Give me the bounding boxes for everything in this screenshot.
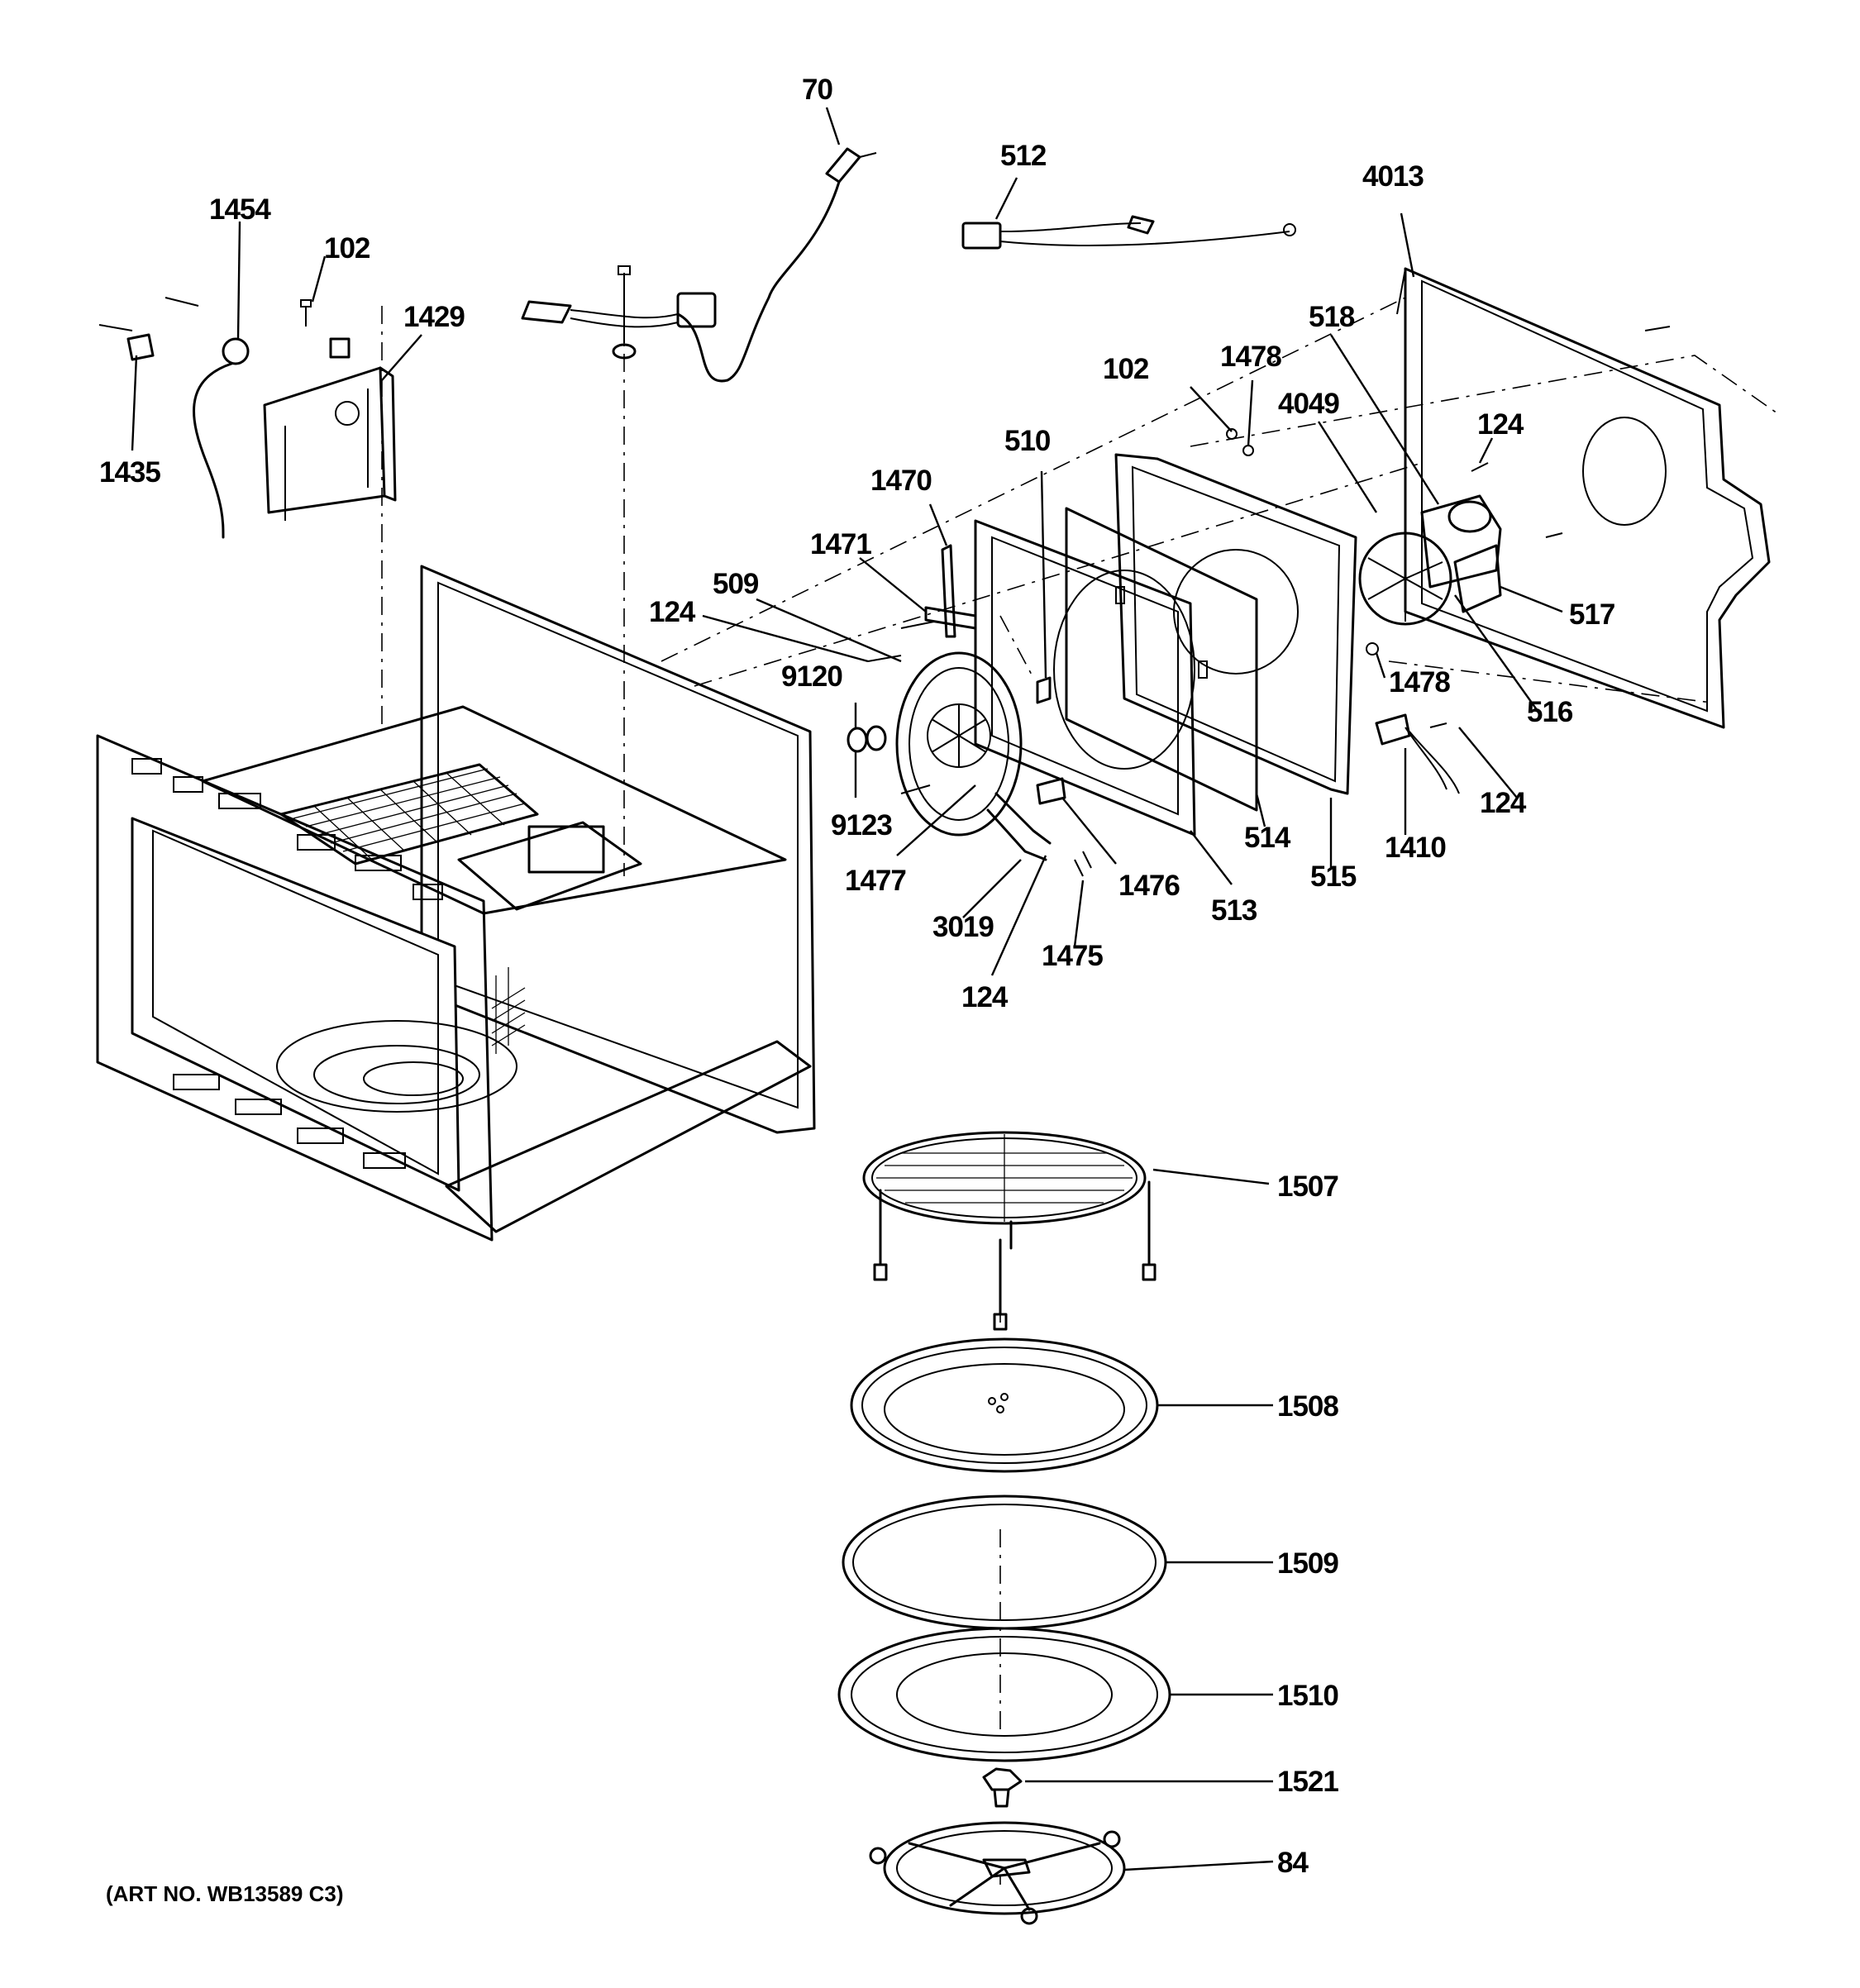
callout-70: 70 — [802, 74, 832, 106]
callout-4049: 4049 — [1278, 388, 1339, 420]
callout-4013: 4013 — [1362, 160, 1424, 193]
art-number: (ART NO. WB13589 C3) — [106, 1881, 344, 1906]
callout-1475: 1475 — [1042, 940, 1103, 972]
callout-1410: 1410 — [1385, 832, 1446, 864]
bracket-1470 — [924, 544, 977, 638]
callout-515: 515 — [1310, 861, 1357, 893]
callout-513: 513 — [1211, 894, 1257, 927]
callout-1477: 1477 — [845, 865, 906, 897]
callout-84: 84 — [1277, 1847, 1309, 1879]
washers-9120-9123 — [847, 725, 887, 753]
leader-lines — [131, 107, 1563, 1871]
tray-1508 — [850, 1337, 1159, 1473]
bracket-1476 — [1036, 777, 1066, 805]
small-screws — [867, 326, 1671, 877]
ring-1509 — [842, 1495, 1167, 1630]
callout-102-right: 102 — [1103, 353, 1149, 385]
thermostat-1454 — [98, 297, 250, 539]
callout-9123: 9123 — [831, 809, 892, 841]
callout-124-bottom: 124 — [961, 981, 1009, 1013]
callout-512: 512 — [1000, 140, 1047, 172]
switch-harness — [521, 265, 717, 360]
callout-517: 517 — [1569, 598, 1614, 631]
callout-9120: 9120 — [781, 660, 842, 693]
clip-1435 — [126, 333, 155, 361]
callout-510: 510 — [1004, 425, 1051, 457]
screws-102-left — [300, 299, 351, 359]
panel-514 — [1065, 507, 1258, 812]
callout-1510: 1510 — [1277, 1680, 1338, 1712]
callout-1509: 1509 — [1277, 1547, 1338, 1580]
connector-1410 — [1375, 713, 1460, 794]
oven-cavity — [96, 565, 816, 1242]
callout-124-motor: 124 — [1477, 408, 1524, 441]
callout-1435: 1435 — [99, 456, 160, 489]
callout-1429: 1429 — [403, 301, 465, 333]
cord-70 — [676, 147, 877, 383]
callout-1476: 1476 — [1118, 870, 1180, 902]
callout-1454: 1454 — [209, 193, 271, 226]
callout-518: 518 — [1309, 301, 1355, 333]
shroud-513 — [974, 519, 1196, 837]
harness-512 — [961, 215, 1296, 250]
callout-509: 509 — [713, 568, 759, 600]
callout-1470: 1470 — [870, 465, 932, 497]
callout-1507: 1507 — [1277, 1170, 1338, 1203]
callout-labels: 70 512 4013 1454 102 1429 1435 102 1478 … — [99, 74, 1615, 1879]
housing-4013 — [1396, 267, 1771, 729]
callout-514: 514 — [1244, 822, 1291, 854]
callout-1508: 1508 — [1277, 1390, 1338, 1423]
tray-1510 — [837, 1627, 1171, 1762]
mount-510 — [1036, 676, 1052, 704]
callout-1478-top: 1478 — [1220, 341, 1281, 373]
callout-124-connector: 124 — [1480, 787, 1527, 819]
bracket-1429 — [263, 366, 397, 521]
motor-assembly — [1358, 494, 1502, 626]
callout-1478-bottom: 1478 — [1389, 666, 1450, 698]
callout-124-heater: 124 — [649, 596, 696, 628]
callout-1521: 1521 — [1277, 1766, 1338, 1798]
callout-516: 516 — [1527, 696, 1573, 728]
rack-1507 — [862, 1131, 1157, 1331]
callout-102-left: 102 — [324, 232, 370, 265]
coupler-1521 — [982, 1767, 1023, 1808]
heater-509 — [895, 651, 1052, 861]
callout-1471: 1471 — [810, 528, 871, 560]
roller-ring-84 — [869, 1821, 1126, 1925]
callout-3019: 3019 — [932, 911, 994, 943]
panel-515 — [1114, 453, 1357, 795]
